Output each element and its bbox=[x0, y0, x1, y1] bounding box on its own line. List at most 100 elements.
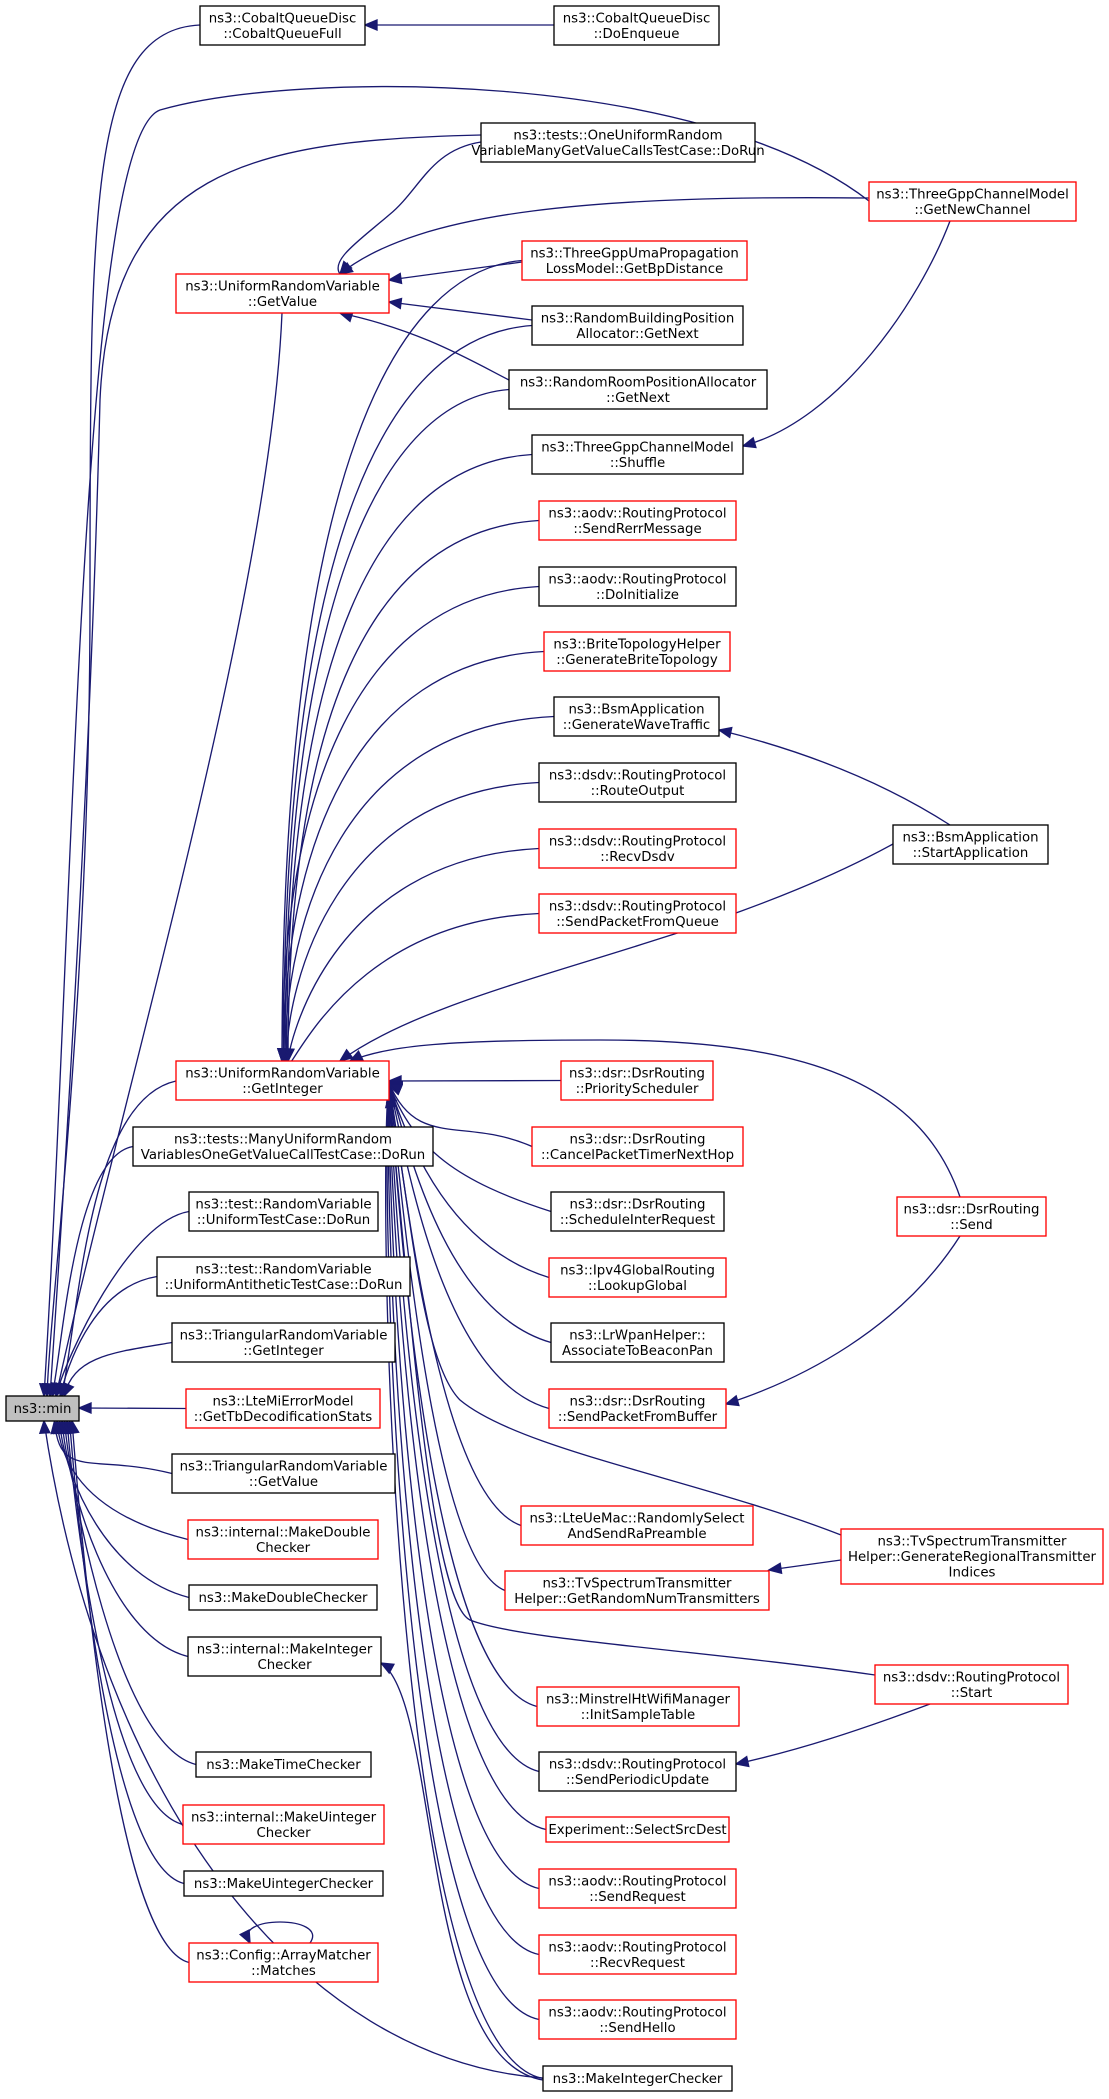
node-tgppNewChannel[interactable]: ns3::ThreeGppChannelModel::GetNewChannel bbox=[868, 181, 1077, 222]
node-intMakeUinteger[interactable]: ns3::internal::MakeUintegerChecker bbox=[182, 1804, 385, 1845]
node-minstrel[interactable]: ns3::MinstrelHtWifiManager::InitSampleTa… bbox=[536, 1686, 740, 1727]
node-label: ns3::TvSpectrumTransmitter bbox=[877, 1535, 1067, 1550]
node-oneUniform[interactable]: ns3::tests::OneUniformRandomVariableMany… bbox=[471, 122, 765, 163]
edge-dsdvRouteOut-to-getInteger bbox=[285, 781, 540, 1062]
node-label: ::GetValue bbox=[248, 295, 317, 310]
node-tvRegional[interactable]: ns3::TvSpectrumTransmitterHelper::Genera… bbox=[840, 1528, 1104, 1585]
node-dsdvSendQueue[interactable]: ns3::dsdv::RoutingProtocol::SendPacketFr… bbox=[538, 893, 737, 934]
node-randBuilding[interactable]: ns3::RandomBuildingPositionAllocator::Ge… bbox=[531, 305, 744, 346]
node-aodvHello[interactable]: ns3::aodv::RoutingProtocol::SendHello bbox=[538, 1999, 737, 2040]
node-aodvSendRerr[interactable]: ns3::aodv::RoutingProtocol::SendRerrMess… bbox=[538, 500, 737, 541]
node-dsrPriority[interactable]: ns3::dsr::DsrRouting::PriorityScheduler bbox=[560, 1060, 714, 1101]
node-makeTime[interactable]: ns3::MakeTimeChecker bbox=[195, 1751, 372, 1778]
edge-makeInteger-to-intMakeInteger bbox=[380, 1662, 544, 2081]
node-label: ns3::MinstrelHtWifiManager bbox=[546, 1692, 731, 1707]
node-box bbox=[199, 5, 366, 46]
node-label: ns3::aodv::RoutingProtocol bbox=[548, 572, 726, 587]
node-label: ::GenerateWaveTraffic bbox=[563, 718, 711, 733]
edge-arrowhead bbox=[238, 1928, 251, 1945]
edge-randRoom-to-getInteger bbox=[284, 388, 510, 1062]
edge-makeDouble-to-min bbox=[58, 1420, 190, 1599]
node-tvRandomNum[interactable]: ns3::TvSpectrumTransmitterHelper::GetRan… bbox=[504, 1570, 770, 1611]
node-box bbox=[182, 1804, 385, 1845]
node-ipv4Global[interactable]: ns3::Ipv4GlobalRouting::LookupGlobal bbox=[548, 1257, 727, 1298]
node-aodvDoInit[interactable]: ns3::aodv::RoutingProtocol::DoInitialize bbox=[538, 566, 737, 607]
edge-arrowhead bbox=[387, 1083, 403, 1095]
edge-aodvRecvReq-to-getInteger bbox=[387, 1081, 540, 1956]
node-min[interactable]: ns3::min bbox=[5, 1395, 80, 1422]
node-box bbox=[187, 1519, 379, 1560]
node-dsdvRecv[interactable]: ns3::dsdv::RoutingProtocol::RecvDsdv bbox=[538, 828, 737, 869]
node-box bbox=[538, 1999, 737, 2040]
node-uniformTest[interactable]: ns3::test::RandomVariable::UniformTestCa… bbox=[188, 1191, 379, 1232]
edge-tvRegional-to-getInteger bbox=[388, 1089, 842, 1536]
node-experiment[interactable]: Experiment::SelectSrcDest bbox=[545, 1816, 730, 1843]
node-brite[interactable]: ns3::BriteTopologyHelper::GenerateBriteT… bbox=[543, 631, 731, 672]
edge-tgppNewChannel-to-getValue bbox=[339, 196, 870, 275]
node-box bbox=[188, 1584, 378, 1611]
node-bsmWave[interactable]: ns3::BsmApplication::GenerateWaveTraffic bbox=[553, 696, 720, 737]
node-box bbox=[840, 1528, 1104, 1585]
node-uniformAnti[interactable]: ns3::test::RandomVariable::UniformAntith… bbox=[156, 1256, 411, 1297]
node-randRoom[interactable]: ns3::RandomRoomPositionAllocator::GetNex… bbox=[508, 369, 768, 410]
edge-arrowhead bbox=[379, 1662, 395, 1675]
node-box bbox=[538, 1868, 737, 1909]
node-label: ::SendPeriodicUpdate bbox=[566, 1773, 709, 1788]
node-dsrSchedule[interactable]: ns3::dsr::DsrRouting::ScheduleInterReque… bbox=[550, 1191, 725, 1232]
node-dsrSendBuffer[interactable]: ns3::dsr::DsrRouting::SendPacketFromBuff… bbox=[548, 1388, 727, 1429]
node-aodvRecvReq[interactable]: ns3::aodv::RoutingProtocol::RecvRequest bbox=[538, 1934, 737, 1975]
node-label: ::RecvDsdv bbox=[600, 850, 675, 865]
node-urvGetValue[interactable]: ns3::UniformRandomVariable::GetValue bbox=[175, 273, 390, 314]
node-label: ::Start bbox=[951, 1686, 992, 1701]
node-intMakeInteger[interactable]: ns3::internal::MakeIntegerChecker bbox=[187, 1636, 382, 1677]
node-dsrCancel[interactable]: ns3::dsr::DsrRouting::CancelPacketTimerN… bbox=[531, 1126, 744, 1167]
node-tgppShuffle[interactable]: ns3::ThreeGppChannelModel::Shuffle bbox=[531, 434, 744, 475]
edge-intMakeDouble-to-min bbox=[56, 1420, 189, 1541]
edge-cobaltFull-to-min bbox=[46, 24, 201, 1397]
node-label: ns3::UniformRandomVariable bbox=[185, 1066, 380, 1081]
node-urvGetInteger[interactable]: ns3::UniformRandomVariable::GetInteger bbox=[175, 1060, 390, 1101]
node-makeInteger[interactable]: ns3::MakeIntegerChecker bbox=[542, 2065, 733, 2092]
node-label: ::InitSampleTable bbox=[581, 1708, 695, 1723]
node-triGetValue[interactable]: ns3::TriangularRandomVariable::GetValue bbox=[171, 1453, 396, 1494]
node-label: ::GetInteger bbox=[242, 1082, 323, 1097]
node-label: ns3::TriangularRandomVariable bbox=[180, 1459, 388, 1474]
node-label: ns3::TvSpectrumTransmitter bbox=[542, 1576, 732, 1591]
node-aodvSendReq[interactable]: ns3::aodv::RoutingProtocol::SendRequest bbox=[538, 1868, 737, 1909]
node-label: ::DoInitialize bbox=[596, 588, 679, 603]
node-box bbox=[538, 1751, 737, 1792]
node-triGetInteger[interactable]: ns3::TriangularRandomVariable::GetIntege… bbox=[171, 1322, 396, 1363]
node-lteUeMac[interactable]: ns3::LteUeMac::RandomlySelectAndSendRaPr… bbox=[520, 1505, 754, 1546]
node-arrayMatcher[interactable]: ns3::Config::ArrayMatcher::Matches bbox=[188, 1942, 379, 1983]
node-lrwpan[interactable]: ns3::LrWpanHelper::AssociateToBeaconPan bbox=[550, 1322, 725, 1363]
node-label: AssociateToBeaconPan bbox=[562, 1344, 713, 1359]
node-makeUinteger[interactable]: ns3::MakeUintegerChecker bbox=[183, 1870, 384, 1897]
node-box bbox=[553, 5, 720, 46]
node-dsdvRouteOut[interactable]: ns3::dsdv::RoutingProtocol::RouteOutput bbox=[538, 762, 737, 803]
node-cobaltFull[interactable]: ns3::CobaltQueueDisc::CobaltQueueFull bbox=[199, 5, 366, 46]
node-bsmStart[interactable]: ns3::BsmApplication::StartApplication bbox=[892, 824, 1049, 865]
nodes-layer: ns3::min ns3::CobaltQueueDisc::CobaltQueu… bbox=[5, 5, 1104, 2092]
edge-bsmStart-to-bsmWave bbox=[718, 729, 951, 826]
node-box bbox=[536, 1686, 740, 1727]
node-makeDouble[interactable]: ns3::MakeDoubleChecker bbox=[188, 1584, 378, 1611]
node-manyUniform[interactable]: ns3::tests::ManyUniformRandomVariablesOn… bbox=[132, 1126, 434, 1167]
node-cobaltEnq[interactable]: ns3::CobaltQueueDisc::DoEnqueue bbox=[553, 5, 720, 46]
node-label: ::SendPacketFromQueue bbox=[556, 915, 719, 930]
node-label: ns3::LrWpanHelper:: bbox=[569, 1328, 706, 1343]
edge-arrowhead bbox=[44, 1382, 57, 1398]
node-dsdvPeriodic[interactable]: ns3::dsdv::RoutingProtocol::SendPeriodic… bbox=[538, 1751, 737, 1792]
node-label: ::Matches bbox=[251, 1964, 316, 1979]
node-dsdvStart[interactable]: ns3::dsdv::RoutingProtocol::Start bbox=[874, 1664, 1069, 1705]
node-label: ::GetNext bbox=[606, 391, 670, 406]
node-box bbox=[896, 1196, 1047, 1237]
node-label: ns3::BsmApplication bbox=[902, 830, 1038, 845]
node-label: ns3::dsdv::RoutingProtocol bbox=[549, 834, 726, 849]
node-lteMiError[interactable]: ns3::LteMiErrorModel::GetTbDecodificatio… bbox=[185, 1388, 381, 1429]
node-box bbox=[171, 1322, 396, 1363]
node-intMakeDouble[interactable]: ns3::internal::MakeDoubleChecker bbox=[187, 1519, 379, 1560]
node-tgppUma[interactable]: ns3::ThreeGppUmaPropagationLossModel::Ge… bbox=[521, 240, 748, 281]
node-dsrSend[interactable]: ns3::dsr::DsrRouting::Send bbox=[896, 1196, 1047, 1237]
node-label: ::SendRerrMessage bbox=[573, 522, 701, 537]
node-label: ns3::RandomBuildingPosition bbox=[541, 311, 735, 326]
